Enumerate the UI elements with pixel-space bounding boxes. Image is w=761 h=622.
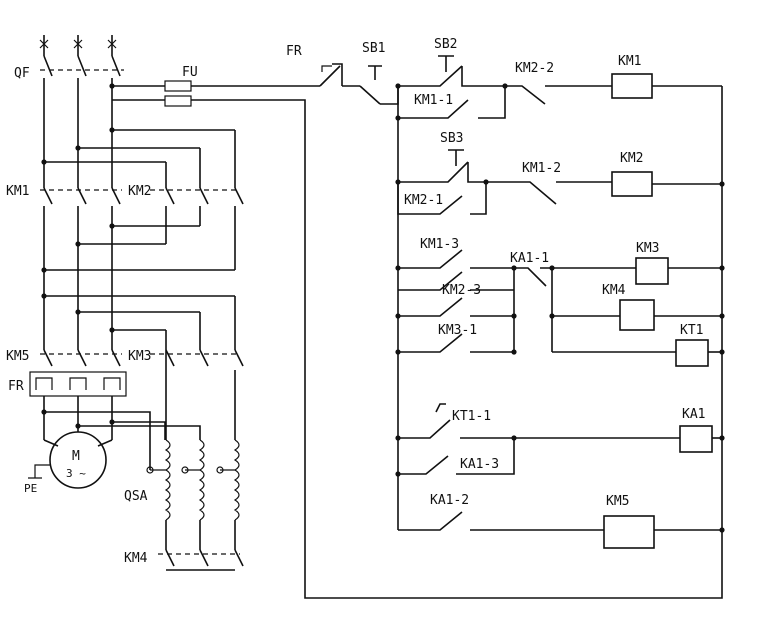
kt1-coil-label: KT1 (680, 323, 703, 338)
km2-1-label: KM2-1 (404, 193, 443, 208)
kt1-1-label: KT1-1 (452, 409, 491, 424)
km3-main-contacts: KM3 (128, 349, 244, 367)
ka1-coil: KA1 (679, 407, 713, 453)
pe-label: PE (24, 482, 37, 495)
km2-coil: KM2 (611, 151, 653, 197)
qf-breaker: QF (14, 55, 124, 86)
fu-label: FU (182, 65, 198, 80)
control-junctions (395, 83, 725, 533)
motor-label: M (72, 449, 80, 464)
fr-ctrl-label: FR (286, 44, 302, 59)
km5-coil-label: KM5 (606, 494, 629, 509)
km4-main-label: KM4 (124, 551, 148, 566)
sb1-label: SB1 (362, 41, 385, 56)
motor-phase-label: 3 ~ (66, 467, 86, 480)
km2-3-label: KM2-3 (442, 283, 481, 298)
power-circuit: QF FU KM1 KM2 (6, 35, 244, 571)
control-circuit: FR SB1 SB2 KM1-1 KM2-2 KM1 SB3 (191, 37, 725, 599)
km5-coil: KM5 (603, 494, 655, 549)
power-junctions (41, 83, 115, 429)
kt1-coil: KT1 (675, 323, 709, 367)
km5-main-label: KM5 (6, 349, 29, 364)
km3-coil: KM3 (635, 241, 669, 285)
km1-3-label: KM1-3 (420, 237, 459, 252)
km4-coil: KM4 (602, 283, 655, 331)
km3-coil-label: KM3 (636, 241, 659, 256)
km3-main-label: KM3 (128, 349, 151, 364)
km1-coil: KM1 (611, 54, 653, 99)
km1-2-label: KM1-2 (522, 161, 561, 176)
sb3-start-button: SB3 (398, 131, 469, 183)
qsa-label: QSA (124, 489, 148, 504)
sb3-label: SB3 (440, 131, 463, 146)
ka1-1-label: KA1-1 (510, 251, 549, 266)
qf-label: QF (14, 66, 30, 81)
ka1-3-label: KA1-3 (460, 457, 499, 472)
sb2-label: SB2 (434, 37, 457, 52)
fr-main-label: FR (8, 379, 24, 394)
motor: M 3 ~ PE (24, 431, 113, 495)
sb1-stop-button: SB1 (359, 41, 385, 105)
km2-coil-label: KM2 (620, 151, 643, 166)
fr-nc-contact: FR (286, 44, 343, 87)
km2-main-label: KM2 (128, 184, 151, 199)
km3-1-label: KM3-1 (438, 323, 477, 338)
fr-thermal-relay: FR (8, 371, 127, 397)
fu-fuses: FU (164, 65, 198, 107)
km4-main-contacts: KM4 (124, 549, 244, 571)
ka1-2-label: KA1-2 (430, 493, 469, 508)
qsa-autotransformer: QSA (124, 350, 240, 521)
km1-1-label: KM1-1 (414, 93, 453, 108)
km1-main-contacts: KM1 (6, 184, 122, 205)
km2-main-contacts: KM2 (128, 184, 244, 205)
km4-coil-label: KM4 (602, 283, 626, 298)
km5-main-contacts: KM5 (6, 349, 122, 367)
sb2-start-button: SB2 (398, 37, 463, 87)
km1-coil-label: KM1 (618, 54, 641, 69)
km2-2-label: KM2-2 (515, 61, 554, 76)
km1-main-label: KM1 (6, 184, 29, 199)
ka1-coil-label: KA1 (682, 407, 705, 422)
